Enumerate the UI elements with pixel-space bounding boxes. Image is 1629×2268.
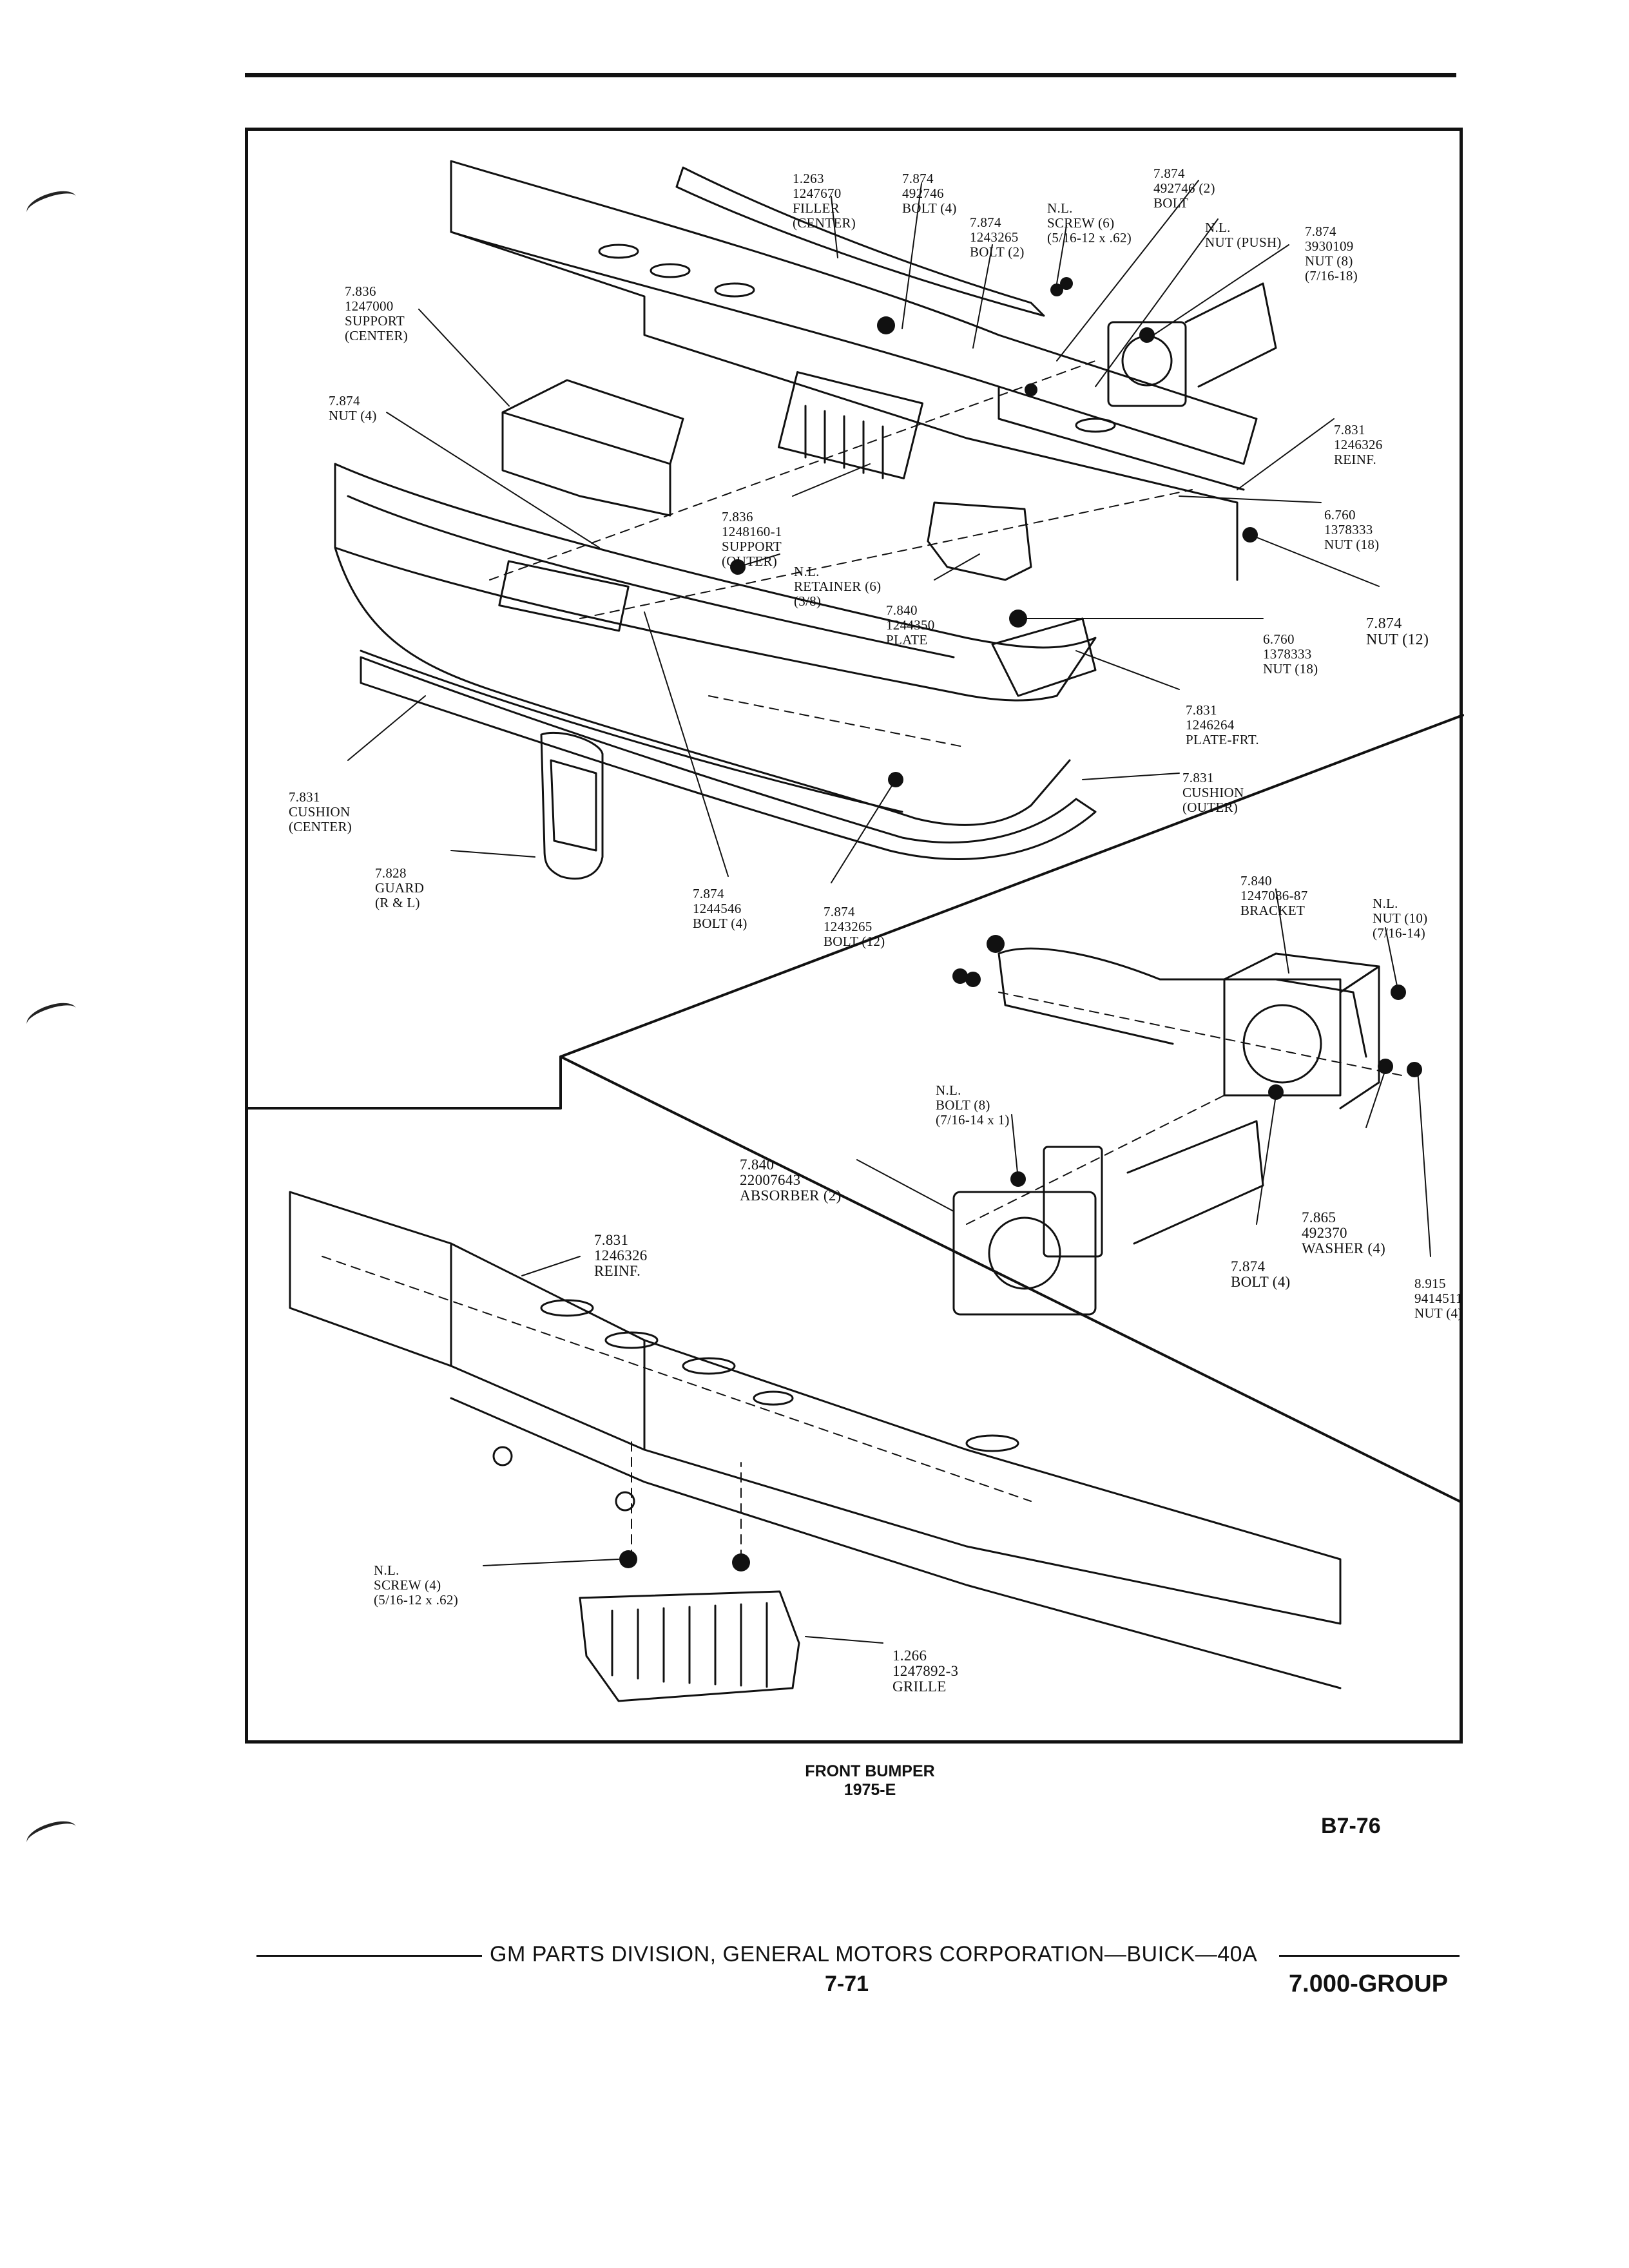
- callout-nut-10: N.L.NUT (10)(7/16-14): [1373, 896, 1428, 941]
- cushion-strip: [360, 656, 1097, 860]
- caption-title: FRONT BUMPER: [805, 1762, 935, 1780]
- reinforcement-bar-top: [450, 160, 1258, 581]
- footer-rule-left: [256, 1955, 482, 1957]
- top-rule: [245, 73, 1456, 77]
- inset-divider-lower: [559, 1055, 1461, 1503]
- filler-strip: [675, 166, 1045, 317]
- callout-nut-push: N.L.NUT (PUSH): [1205, 220, 1282, 250]
- support-outer-part: [777, 371, 924, 479]
- callout-retainer: N.L.RETAINER (6)(3/8): [794, 564, 882, 609]
- callout-bolt-8: N.L.BOLT (8)(7/16-14 x 1): [936, 1082, 1010, 1128]
- callout-screw-4: N.L.SCREW (4)(5/16-12 x .62): [374, 1562, 459, 1608]
- plate-code: B7-76: [1321, 1814, 1381, 1838]
- absorber-top-right: [1107, 282, 1277, 407]
- plate-part: [927, 501, 1032, 581]
- footer-rule-right: [1279, 1955, 1460, 1957]
- guard-part: [540, 731, 604, 880]
- footer-page-number: 7-71: [825, 1972, 869, 1996]
- callout-screw-6: N.L.SCREW (6)(5/16-12 x .62): [1047, 200, 1132, 245]
- footer-division: GM PARTS DIVISION, GENERAL MOTORS CORPOR…: [490, 1942, 1258, 1966]
- diagram-frame: [245, 128, 1463, 1744]
- grille-part: [579, 1590, 800, 1702]
- bracket-absorber-assembly: [952, 947, 1380, 1316]
- caption-subtitle: 1975-E: [843, 1781, 896, 1799]
- bumper-face-bar: [334, 463, 1097, 826]
- reinforcement-bar-lower: [289, 1191, 1342, 1689]
- figure-caption: FRONT BUMPER 1975-E: [735, 1762, 1005, 1800]
- support-center-part: [501, 379, 684, 517]
- footer-group: 7.000-GROUP: [1289, 1970, 1449, 1997]
